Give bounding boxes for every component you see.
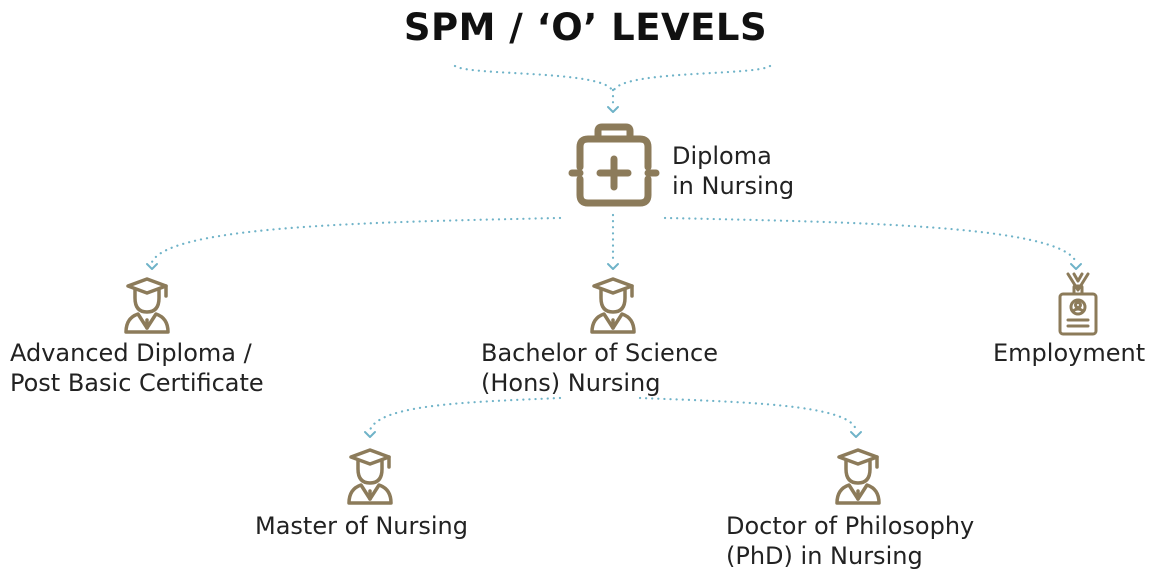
arrow-down-icon — [1070, 263, 1082, 270]
connector-bachelor-master — [368, 396, 562, 432]
graduate-icon — [590, 277, 636, 334]
medical-briefcase-icon — [568, 123, 660, 207]
connector-title-diploma-right — [612, 64, 772, 92]
node-label-line1: Doctor of Philosophy — [726, 512, 975, 540]
connector-diploma-employment — [663, 216, 1078, 264]
arrow-down-icon — [850, 431, 862, 438]
node-label-line1: Employment — [993, 339, 1146, 367]
node-label-line1: Master of Nursing — [255, 512, 468, 540]
node-label-line2: (Hons) Nursing — [481, 369, 661, 397]
node-label-line2: in Nursing — [672, 172, 795, 200]
connector-title-diploma — [453, 64, 614, 92]
connector-bachelor-phd — [638, 396, 858, 432]
graduate-icon — [347, 448, 393, 505]
arrow-down-icon — [364, 431, 376, 438]
graduate-icon — [124, 277, 170, 334]
node-label-line1: Bachelor of Science — [481, 339, 718, 367]
node-label-line1: Advanced Diploma / — [10, 339, 252, 367]
node-label-line2: (PhD) in Nursing — [726, 542, 923, 570]
arrow-down-icon — [146, 263, 158, 270]
arrow-down-icon — [607, 106, 619, 113]
page-title: SPM / ‘O’ LEVELS — [403, 6, 768, 49]
node-label-line2: Post Basic Certificate — [10, 369, 264, 397]
graduate-icon — [835, 448, 881, 505]
id-badge-icon — [1058, 272, 1098, 336]
node-label-line1: Diploma — [672, 142, 772, 170]
connector-diploma-advanced — [150, 216, 562, 264]
arrow-down-icon — [607, 263, 619, 270]
